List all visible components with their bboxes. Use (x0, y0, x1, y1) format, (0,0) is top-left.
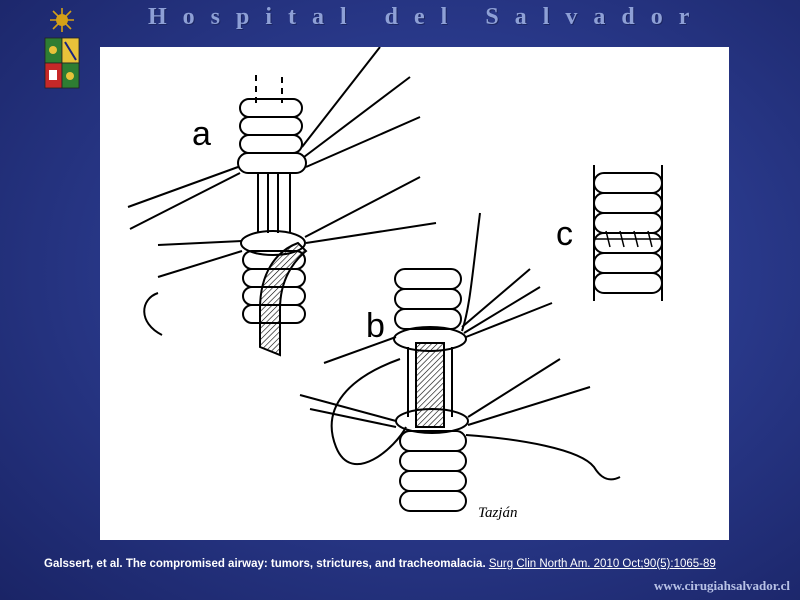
header-title: Hospital del Salvador (148, 4, 706, 30)
citation-caption: Galssert, et al. The compromised airway:… (44, 558, 784, 574)
panel-label-c: c (556, 215, 573, 253)
artist-signature: Tazján (478, 505, 517, 521)
figure-panel: a (100, 47, 729, 540)
panel-label-a: a (192, 115, 211, 153)
website-url: www.cirugiahsalvador.cl (653, 578, 790, 593)
reference-link[interactable]: Surg Clin North Am. 2010 Oct;90(5):1065-… (488, 558, 716, 570)
star-emblem-icon (50, 8, 74, 32)
diagram-c (593, 165, 663, 301)
panel-label-b: b (366, 307, 385, 345)
shield-icon (44, 37, 80, 89)
university-crest-logo (44, 8, 80, 89)
citation-text: Galssert, et al. The compromised airway:… (44, 558, 486, 570)
diagram-b (299, 212, 621, 512)
tracheal-resection-illustration: a (127, 47, 663, 521)
diagram-a (127, 47, 437, 357)
